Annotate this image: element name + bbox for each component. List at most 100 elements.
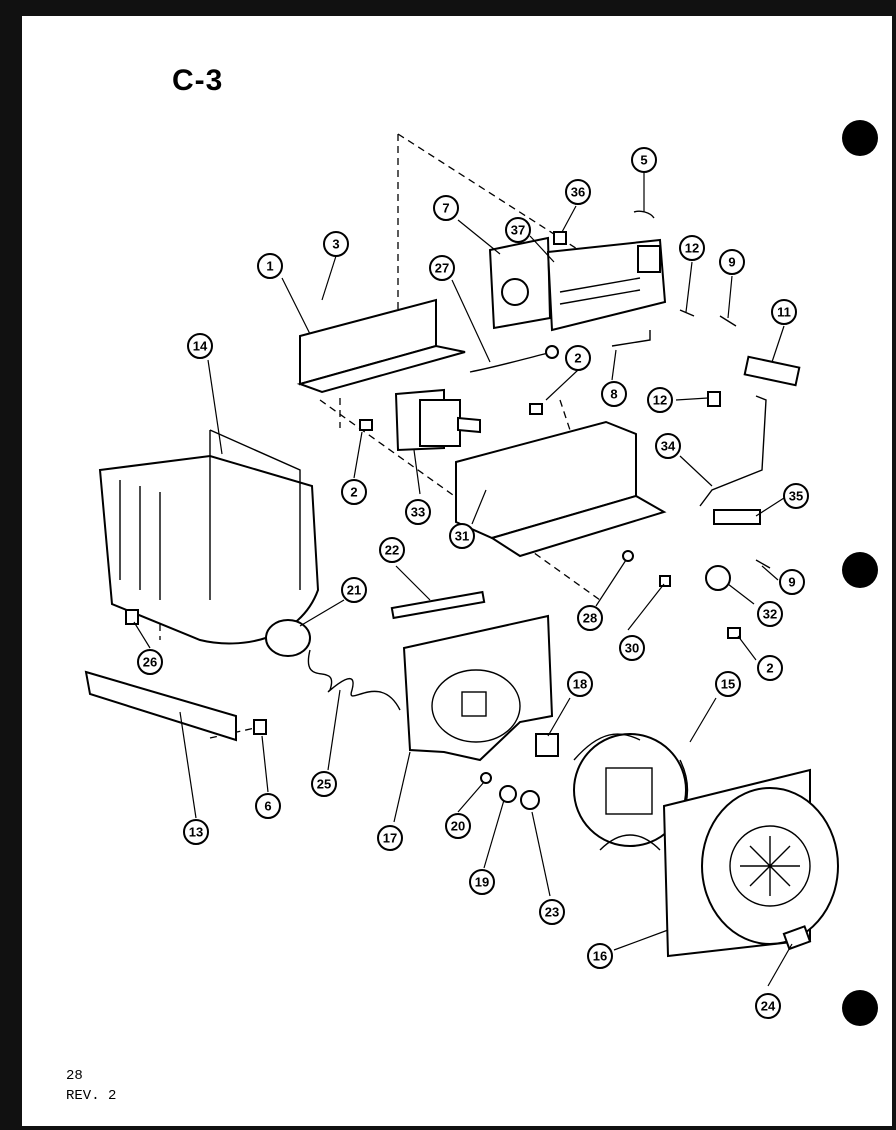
auger-spring bbox=[307, 649, 401, 711]
svg-text:14: 14 bbox=[193, 339, 208, 354]
callout-20: 20 bbox=[445, 813, 471, 839]
seal-strip bbox=[390, 590, 486, 620]
callout-12b: 12 bbox=[647, 387, 673, 413]
callout-26: 26 bbox=[137, 649, 163, 675]
slide-rail bbox=[84, 670, 237, 742]
svg-text:23: 23 bbox=[545, 905, 559, 920]
svg-text:13: 13 bbox=[189, 825, 203, 840]
callout-2b: 2 bbox=[565, 345, 591, 371]
callout-7: 7 bbox=[433, 195, 459, 221]
callout-32: 32 bbox=[757, 601, 783, 627]
callout-16: 16 bbox=[587, 943, 613, 969]
nut-23 bbox=[520, 790, 540, 810]
leader-lines bbox=[133, 172, 793, 987]
svg-text:26: 26 bbox=[143, 655, 157, 670]
callout-6: 6 bbox=[255, 793, 281, 819]
callout-21: 21 bbox=[341, 577, 367, 603]
svg-text:33: 33 bbox=[411, 505, 425, 520]
callout-36: 36 bbox=[565, 179, 591, 205]
svg-text:12: 12 bbox=[685, 241, 699, 256]
callout-9a: 9 bbox=[719, 249, 745, 275]
callout-23: 23 bbox=[539, 899, 565, 925]
svg-text:19: 19 bbox=[475, 875, 489, 890]
svg-text:2: 2 bbox=[350, 485, 357, 500]
callout-5: 5 bbox=[631, 147, 657, 173]
callout-27: 27 bbox=[429, 255, 455, 281]
callout-24: 24 bbox=[755, 993, 781, 1019]
fan-blade bbox=[573, 733, 689, 851]
svg-text:22: 22 bbox=[385, 543, 399, 558]
front-panel bbox=[402, 614, 554, 762]
svg-text:28: 28 bbox=[583, 611, 597, 626]
small-hardware bbox=[125, 210, 812, 951]
fan-housing bbox=[662, 768, 839, 958]
binder-hole-bottom bbox=[842, 990, 878, 1026]
ice-maker-assembly bbox=[488, 236, 667, 332]
svg-text:2: 2 bbox=[766, 661, 773, 676]
callout-9b: 9 bbox=[779, 569, 805, 595]
svg-text:37: 37 bbox=[511, 223, 525, 238]
svg-text:12: 12 bbox=[653, 393, 667, 408]
revision-label: REV. 2 bbox=[66, 1088, 117, 1104]
svg-text:35: 35 bbox=[789, 489, 803, 504]
svg-text:20: 20 bbox=[451, 819, 465, 834]
callout-2c: 2 bbox=[757, 655, 783, 681]
gasket bbox=[535, 733, 559, 757]
diagram-title: C-3 bbox=[172, 64, 224, 97]
svg-text:6: 6 bbox=[264, 799, 271, 814]
svg-text:32: 32 bbox=[763, 607, 777, 622]
svg-text:31: 31 bbox=[455, 529, 469, 544]
callout-15: 15 bbox=[715, 671, 741, 697]
svg-text:30: 30 bbox=[625, 641, 639, 656]
callout-8: 8 bbox=[601, 381, 627, 407]
svg-text:36: 36 bbox=[571, 185, 585, 200]
motor bbox=[394, 388, 481, 452]
washer-20 bbox=[480, 772, 492, 784]
svg-text:25: 25 bbox=[317, 777, 331, 792]
callout-35: 35 bbox=[783, 483, 809, 509]
svg-text:15: 15 bbox=[721, 677, 735, 692]
callout-25: 25 bbox=[311, 771, 337, 797]
svg-text:16: 16 bbox=[593, 949, 607, 964]
svg-text:2: 2 bbox=[574, 351, 581, 366]
svg-text:27: 27 bbox=[435, 261, 449, 276]
spacer-19 bbox=[499, 785, 517, 803]
callout-33: 33 bbox=[405, 499, 431, 525]
binder-hole-middle bbox=[842, 552, 878, 588]
svg-text:34: 34 bbox=[661, 439, 676, 454]
svg-text:5: 5 bbox=[640, 153, 647, 168]
callout-12a: 12 bbox=[679, 235, 705, 261]
svg-text:8: 8 bbox=[610, 387, 617, 402]
callout-1: 1 bbox=[257, 253, 283, 279]
svg-text:11: 11 bbox=[777, 305, 791, 320]
mounting-bracket bbox=[296, 298, 466, 394]
callout-30: 30 bbox=[619, 635, 645, 661]
wiring-harness bbox=[469, 345, 559, 373]
callout-18: 18 bbox=[567, 671, 593, 697]
callout-37: 37 bbox=[505, 217, 531, 243]
callout-28: 28 bbox=[577, 605, 603, 631]
svg-text:17: 17 bbox=[383, 831, 397, 846]
callout-19: 19 bbox=[469, 869, 495, 895]
page-number: 28 bbox=[66, 1068, 83, 1084]
svg-text:9: 9 bbox=[788, 575, 795, 590]
callout-31: 31 bbox=[449, 523, 475, 549]
callout-13: 13 bbox=[183, 819, 209, 845]
callout-11: 11 bbox=[771, 299, 797, 325]
callout-34: 34 bbox=[655, 433, 681, 459]
ice-bucket bbox=[98, 429, 320, 645]
binder-hole-top bbox=[842, 120, 878, 156]
svg-text:1: 1 bbox=[266, 259, 273, 274]
callout-2a: 2 bbox=[341, 479, 367, 505]
svg-text:24: 24 bbox=[761, 999, 776, 1014]
svg-text:9: 9 bbox=[728, 255, 735, 270]
svg-text:21: 21 bbox=[347, 583, 361, 598]
svg-text:3: 3 bbox=[332, 237, 339, 252]
callout-17: 17 bbox=[377, 825, 403, 851]
callout-14: 14 bbox=[187, 333, 213, 359]
svg-text:18: 18 bbox=[573, 677, 587, 692]
housing-box bbox=[455, 420, 667, 558]
svg-text:7: 7 bbox=[442, 201, 449, 216]
callout-3: 3 bbox=[323, 231, 349, 257]
